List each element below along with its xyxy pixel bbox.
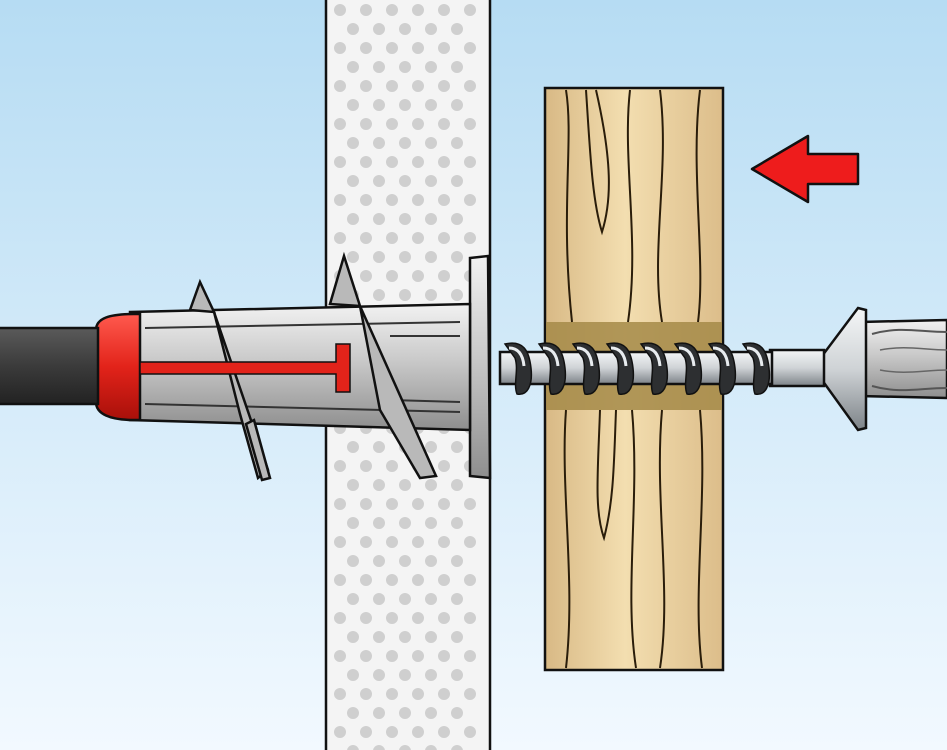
screw-threads [503, 342, 771, 395]
driver-shaft [0, 326, 100, 406]
anchor-spiral-fins [188, 251, 438, 482]
screwdriver-bit [858, 318, 947, 400]
arrow-left-icon [750, 134, 860, 204]
anchor-red-cap [94, 312, 142, 422]
drywall-anchor [94, 251, 492, 482]
anchor-indicator [139, 343, 351, 393]
wood-screw [498, 306, 868, 432]
wood-grain [563, 89, 704, 669]
